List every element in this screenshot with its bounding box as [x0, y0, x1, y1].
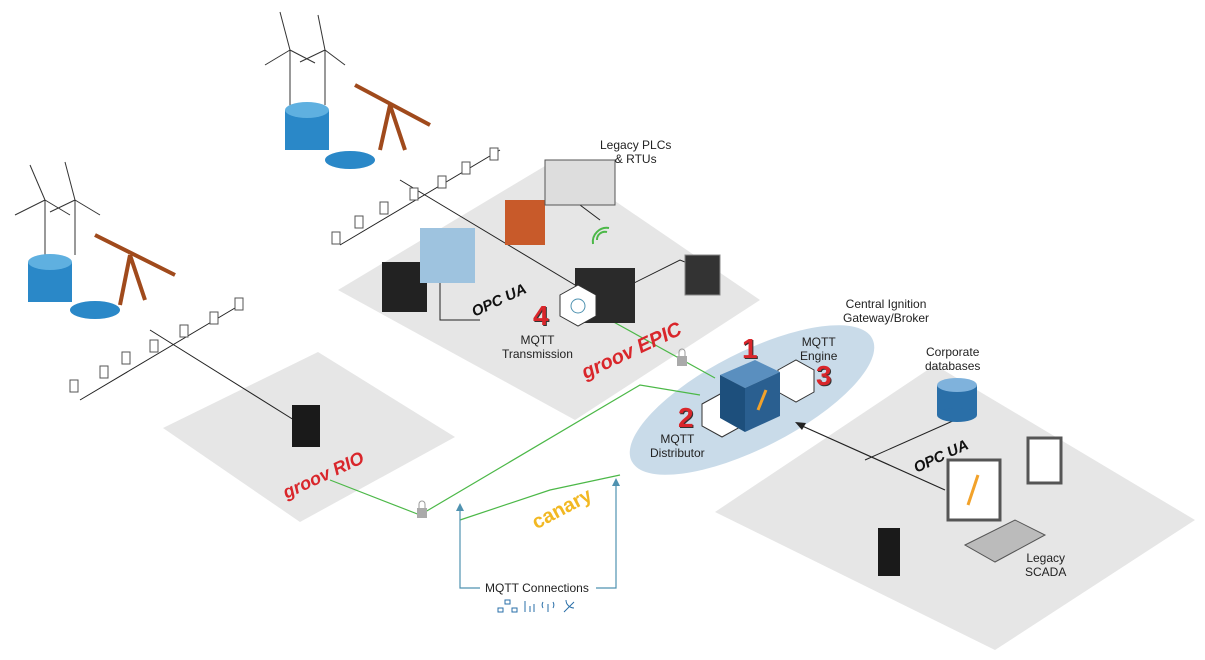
- arrow-head: [456, 503, 464, 511]
- step-number-2: 2: [678, 402, 694, 433]
- mobile-device-icon: [878, 528, 900, 576]
- mqtt-links: [329, 319, 716, 521]
- arrow-head: [612, 478, 620, 486]
- mqtt-transmission-label: MQTT Transmission: [502, 333, 573, 361]
- mqtt-transmission-hexagon: [559, 284, 597, 327]
- mqtt-connections-label: MQTT Connections: [485, 581, 589, 595]
- central-gateway-label: Central Ignition Gateway/Broker: [843, 297, 930, 325]
- water-tank-icon: [28, 102, 375, 319]
- wireless-icon: [591, 226, 610, 245]
- step-number-1: 1: [742, 333, 758, 364]
- step-number-4: 4: [533, 300, 549, 331]
- satellite-icon: [563, 599, 575, 613]
- cellular-icon: [524, 601, 535, 612]
- gears-icon: [570, 298, 586, 314]
- legacy-plcs-label: Legacy PLCs & RTUs: [600, 138, 672, 166]
- mqtt-engine-label: MQTT Engine: [800, 335, 838, 363]
- corporate-databases-label: Corporate databases: [925, 345, 981, 373]
- step-number-3: 3: [816, 360, 832, 391]
- scada-link: [799, 424, 946, 491]
- lock-icon: [417, 500, 427, 518]
- mqtt-connections-bracket: [459, 483, 617, 589]
- legacy-scada-label: Legacy SCADA: [1025, 551, 1067, 579]
- database-link: [864, 419, 956, 461]
- plc-site-platform: [338, 160, 760, 420]
- mqtt-distributor-label: MQTT Distributor: [650, 432, 705, 460]
- wind-turbine-icon: [14, 11, 346, 260]
- scada-workstation-icon: [946, 436, 1063, 563]
- network-icon: [497, 599, 518, 613]
- lock-icon: [677, 348, 687, 366]
- groov-rio-device: [292, 405, 320, 447]
- arrow-head: [795, 422, 806, 430]
- ignition-server-icon: [720, 360, 780, 432]
- hmi-monitor-icon: [684, 254, 721, 296]
- radio-icon: [541, 601, 555, 612]
- legacy-plc-devices: [382, 159, 616, 312]
- pump-jack-icon: [94, 83, 431, 306]
- connection-type-icons: [497, 599, 575, 613]
- sensor-icons: [69, 147, 499, 393]
- database-icon: [937, 378, 977, 422]
